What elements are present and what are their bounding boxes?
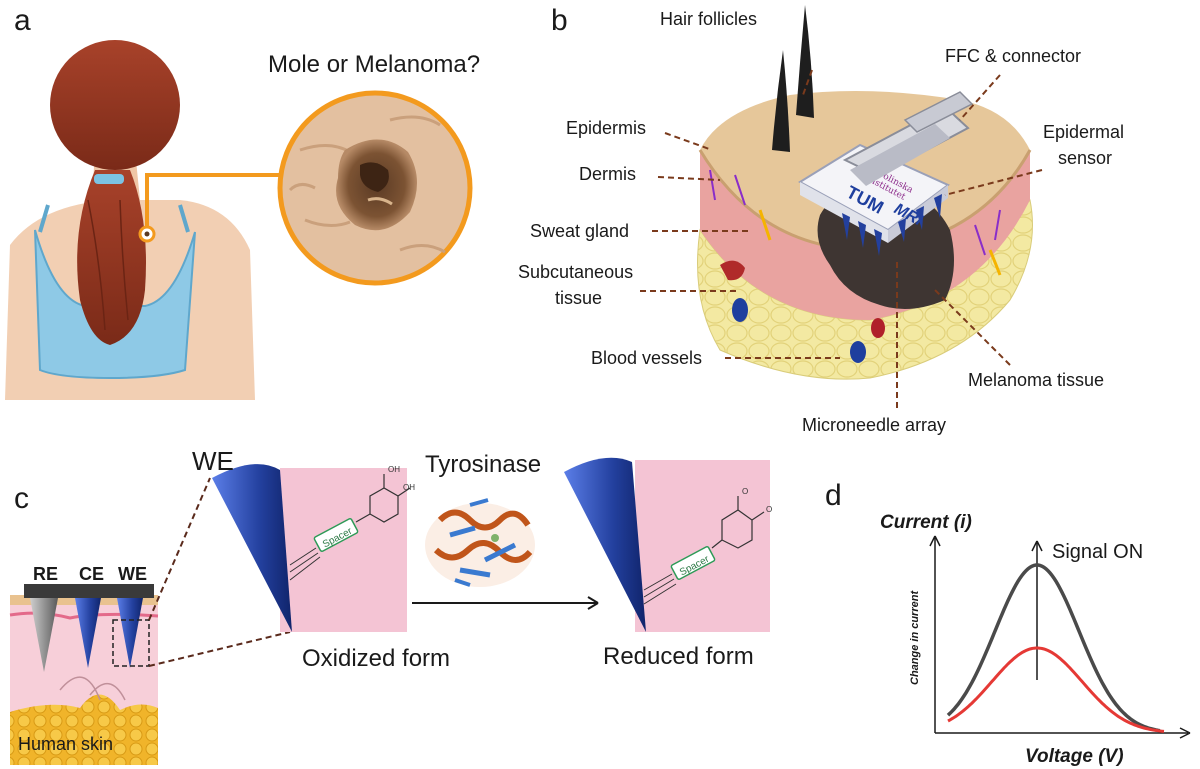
panel-a-letter: a bbox=[14, 4, 31, 37]
label-microneedle-array: Microneedle array bbox=[802, 415, 946, 435]
label-oxidized-form: Oxidized form bbox=[302, 645, 450, 672]
label-epidermal-sensor-2: sensor bbox=[1058, 148, 1112, 168]
panel-c-letter: c bbox=[14, 482, 29, 515]
label-human-skin: Human skin bbox=[18, 734, 113, 754]
label-reduced-form: Reduced form bbox=[603, 643, 754, 670]
electrode-we: WE bbox=[118, 564, 147, 584]
leader-lines bbox=[640, 69, 1043, 408]
curve-signal-on bbox=[946, 563, 1161, 733]
label-epidermis: Epidermis bbox=[566, 118, 646, 138]
axis-label-voltage: Voltage (V) bbox=[1025, 746, 1124, 767]
panel-d: d Current (i) Voltage (V) Signal ON Chan… bbox=[825, 479, 1191, 767]
skin-block-illustration: Karolinska Institutet TUM MRI bbox=[697, 5, 1033, 380]
label-ffc-connector: FFC & connector bbox=[945, 46, 1081, 66]
label-we-zoom: WE bbox=[192, 446, 234, 476]
panel-a: a Mole or Melanoma? bbox=[5, 4, 480, 400]
annotation-signal-on: Signal ON bbox=[1052, 541, 1143, 563]
svg-text:O: O bbox=[766, 505, 772, 514]
label-hair-follicles: Hair follicles bbox=[660, 9, 757, 29]
electrode-ce: CE bbox=[79, 564, 104, 584]
microneedle-icons bbox=[842, 194, 942, 256]
svg-text:OH: OH bbox=[388, 465, 400, 474]
svg-text:O: O bbox=[742, 487, 748, 496]
woman-back-illustration bbox=[5, 40, 255, 400]
mole-zoom-circle bbox=[277, 90, 473, 286]
panel-d-letter: d bbox=[825, 479, 842, 512]
skin-electrode-illustration bbox=[9, 584, 159, 765]
panel-b: b Karolinska Institut bbox=[518, 4, 1124, 435]
label-blood-vessels: Blood vessels bbox=[591, 348, 702, 368]
label-change-in-current: Change in current bbox=[909, 590, 921, 685]
label-tyrosinase: Tyrosinase bbox=[425, 451, 541, 478]
label-epidermal-sensor-1: Epidermal bbox=[1043, 122, 1124, 142]
label-melanoma-tissue: Melanoma tissue bbox=[968, 370, 1104, 390]
electrode-re: RE bbox=[33, 564, 58, 584]
mole-connector-line bbox=[145, 173, 280, 227]
label-dermis: Dermis bbox=[579, 164, 636, 184]
panel-a-title: Mole or Melanoma? bbox=[268, 51, 480, 78]
curve-signal-off bbox=[947, 646, 1165, 733]
label-sweat-gland: Sweat gland bbox=[530, 221, 629, 241]
zoom-box bbox=[112, 619, 150, 667]
oxidized-electrode-panel: Spacer OH OH bbox=[212, 464, 415, 632]
label-subcutaneous-2: tissue bbox=[555, 288, 602, 308]
label-subcutaneous-1: Subcutaneous bbox=[518, 262, 633, 282]
panel-b-letter: b bbox=[551, 4, 568, 37]
svg-text:OH: OH bbox=[403, 483, 415, 492]
tyrosinase-protein-icon bbox=[425, 498, 535, 587]
reduced-electrode-panel: Spacer O O bbox=[564, 457, 772, 632]
axis-label-current: Current (i) bbox=[880, 512, 972, 533]
panel-c: c RE CE WE Human skin Spacer bbox=[9, 446, 772, 765]
